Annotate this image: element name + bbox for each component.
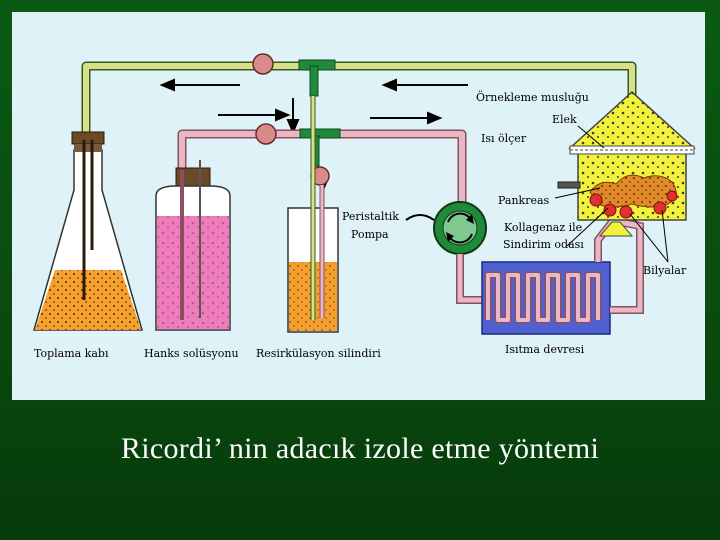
label-hanks-solution: Hanks solüsyonu: [144, 347, 239, 360]
collection-vessel: [33, 131, 143, 331]
label-sieve: Elek: [552, 113, 577, 126]
recirculation-cylinder: [287, 96, 339, 333]
pointer-lines: [554, 125, 669, 263]
thermometer-probe: [557, 181, 581, 189]
label-sampling-valve: Örnekleme musluğu: [476, 90, 589, 104]
label-pancreas: Pankreas: [498, 194, 550, 207]
pink-tube-lower: [456, 254, 482, 304]
label-pump-line2: Pompa: [351, 228, 389, 241]
label-thermometer: Isı ölçer: [481, 132, 527, 145]
hanks-bottle: [155, 160, 231, 331]
label-chamber-line2: Sindirim odası: [503, 238, 584, 251]
label-recirculation-cylinder: Resirkülasyon silindiri: [256, 347, 381, 360]
pancreas-tissue: [589, 174, 677, 208]
beads: [589, 190, 678, 219]
label-chamber-line1: Kollagenaz ile: [504, 221, 582, 234]
label-beads: Bilyalar: [643, 264, 687, 277]
peristaltic-pump: [405, 201, 487, 255]
label-heating-circuit: Isıtma devresi: [505, 343, 585, 356]
label-pump-line1: Peristaltik: [342, 210, 399, 223]
slide-caption: Ricordi’ nin adacık izole etme yöntemi: [120, 432, 600, 465]
label-collection-vessel: Toplama kabı: [34, 347, 109, 360]
yellow-tube-loop: [81, 61, 637, 145]
heating-circuit: [481, 261, 611, 335]
